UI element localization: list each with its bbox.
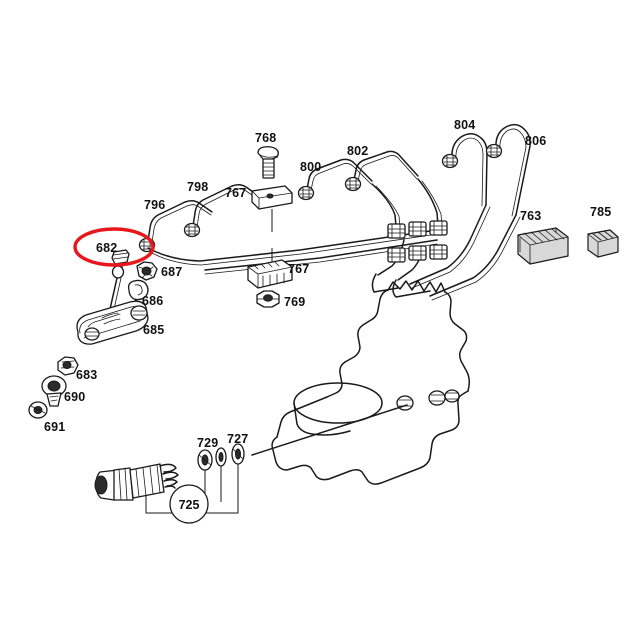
washer-691 (28, 401, 48, 419)
injector-fitting (387, 247, 406, 263)
injector-fitting (429, 244, 448, 260)
bracket-767-lower (247, 248, 293, 289)
line-bundle-to-injectors (371, 178, 521, 301)
nut-687 (136, 261, 158, 281)
label-691: 691 (44, 420, 65, 434)
label-725: 725 (179, 498, 200, 512)
washer-729b (215, 447, 227, 467)
injector-fitting (387, 223, 406, 239)
label-806: 806 (525, 134, 546, 148)
bolt-683 (57, 356, 79, 376)
label-685: 685 (143, 323, 164, 337)
injector-fitting (408, 221, 427, 237)
injection-line-798 (183, 183, 263, 238)
callout-circle-725 (169, 484, 209, 524)
label-785: 785 (590, 205, 611, 219)
injection-line-806 (485, 123, 531, 217)
engine-block-outline (251, 280, 471, 485)
label-729: 729 (197, 436, 218, 450)
washer-727 (231, 443, 245, 465)
label-800: 800 (300, 160, 321, 174)
label-682: 682 (96, 241, 117, 255)
label-690: 690 (64, 390, 85, 404)
washer-729a (197, 449, 213, 471)
bolt-768 (257, 146, 279, 179)
label-683: 683 (76, 368, 97, 382)
label-686: 686 (142, 294, 163, 308)
pump-fitting (428, 390, 446, 406)
label-763: 763 (520, 209, 541, 223)
line-end-fitting-798 (183, 222, 201, 238)
injection-line-group (138, 123, 531, 301)
banjo-fitting-690 (41, 375, 67, 407)
injection-line-804 (441, 133, 488, 207)
label-802: 802 (347, 144, 368, 158)
injector-fitting-cluster (387, 220, 448, 263)
label-768: 768 (255, 131, 276, 145)
clamp-block-763 (517, 227, 569, 265)
injection-line-800 (297, 158, 373, 201)
label-727: 727 (227, 432, 248, 446)
line-end-fitting-800 (297, 185, 315, 201)
label-798: 798 (187, 180, 208, 194)
pump-fitting (444, 389, 460, 403)
fuel-rail-685 (76, 300, 149, 345)
label-769: 769 (284, 295, 305, 309)
label-767-lower: 767 (288, 262, 309, 276)
highlight-ellipse-682 (73, 227, 155, 267)
injector-fitting (429, 220, 448, 236)
label-767-upper: 767 (225, 186, 246, 200)
label-796: 796 (144, 198, 165, 212)
line-end-fitting-802 (344, 176, 362, 192)
injector-fitting (408, 245, 427, 261)
line-end-fitting-806 (485, 143, 503, 159)
label-687: 687 (161, 265, 182, 279)
clamp-block-785 (587, 229, 619, 258)
label-804: 804 (454, 118, 475, 132)
injection-line-802 (344, 150, 419, 192)
line-end-fitting-804 (441, 153, 459, 169)
nut-769 (256, 290, 280, 308)
bracket-767-upper (251, 185, 293, 232)
part-682-line (95, 249, 130, 329)
threaded-connector-725 (94, 463, 179, 501)
